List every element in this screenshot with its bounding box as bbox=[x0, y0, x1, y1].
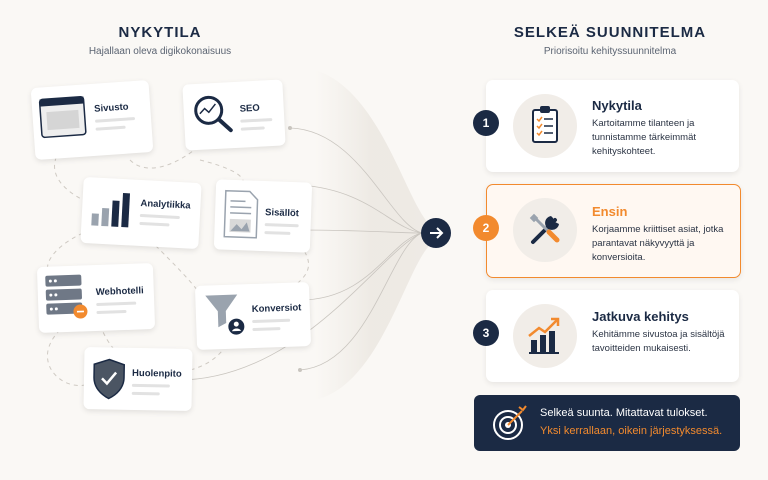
banner-line-1: Selkeä suunta. Mitattavat tulokset. bbox=[540, 407, 708, 419]
step-2-text: Korjaamme kriittiset asiat, jotka parant… bbox=[592, 224, 724, 263]
card-label-analytiikka: Analytiikka bbox=[140, 197, 191, 212]
banner-line-2: Yksi kerrallaan, oikein järjestyksessä. bbox=[540, 425, 723, 437]
step-1-text: Kartoitamme tilanteen ja tunnistamme tär… bbox=[592, 118, 697, 157]
left-subtitle: Hajallaan oleva digikokonaisuus bbox=[88, 46, 232, 57]
shield-check-icon bbox=[93, 358, 126, 400]
arrow-right-icon bbox=[430, 227, 444, 239]
bar-chart-icon bbox=[91, 193, 131, 228]
step-3-text: Kehitämme sivustoa ja sisältöjä tavoitte… bbox=[592, 329, 725, 354]
step-3-icon-circle bbox=[513, 304, 577, 368]
flow-arrow-button bbox=[421, 218, 451, 248]
card-label-webhotelli: Webhotelli bbox=[95, 285, 144, 298]
card-sivusto: Sivusto bbox=[30, 79, 154, 161]
card-konversiot: Konversiot bbox=[194, 282, 312, 350]
step-1-title: Nykytila bbox=[592, 98, 642, 113]
server-icon bbox=[45, 274, 88, 319]
document-icon bbox=[223, 189, 259, 239]
step-3-title: Jatkuva kehitys bbox=[592, 309, 689, 324]
card-label-huolenpito: Huolenpito bbox=[132, 367, 182, 380]
summary-banner: Selkeä suunta. Mitattavat tulokset. Yksi… bbox=[474, 395, 740, 451]
card-webhotelli: Webhotelli bbox=[36, 262, 156, 334]
card-huolenpito: Huolenpito bbox=[83, 347, 193, 411]
funnel-shape bbox=[315, 70, 430, 400]
card-seo: SEO bbox=[182, 79, 286, 151]
tools-icon bbox=[529, 213, 560, 244]
magnifier-icon bbox=[194, 95, 233, 133]
target-icon bbox=[493, 405, 527, 440]
card-label-sisallot: Sisällöt bbox=[264, 207, 300, 220]
website-icon bbox=[38, 95, 87, 139]
right-title: SELKEÄ SUUNNITELMA bbox=[513, 24, 707, 41]
card-label-sivusto: Sivusto bbox=[93, 101, 129, 115]
growth-chart-icon bbox=[528, 317, 560, 354]
step-1-number: 1 bbox=[473, 110, 499, 136]
card-analytiikka: Analytiikka bbox=[80, 176, 202, 250]
step-2-title: Ensin bbox=[592, 204, 628, 219]
left-title: NYKYTILA bbox=[118, 24, 202, 41]
clipboard-icon bbox=[532, 106, 558, 143]
card-label-konversiot: Konversiot bbox=[251, 302, 302, 316]
step-3-number: 3 bbox=[473, 320, 499, 346]
step-2-icon-circle bbox=[513, 198, 577, 262]
step-1-icon-circle bbox=[513, 94, 577, 158]
card-label-seo: SEO bbox=[239, 102, 261, 115]
right-subtitle: Priorisoitu kehityssuunnitelma bbox=[543, 46, 677, 57]
funnel-icon bbox=[205, 294, 245, 335]
card-sisallot: Sisällöt bbox=[213, 179, 313, 253]
step-2-number: 2 bbox=[473, 215, 499, 241]
